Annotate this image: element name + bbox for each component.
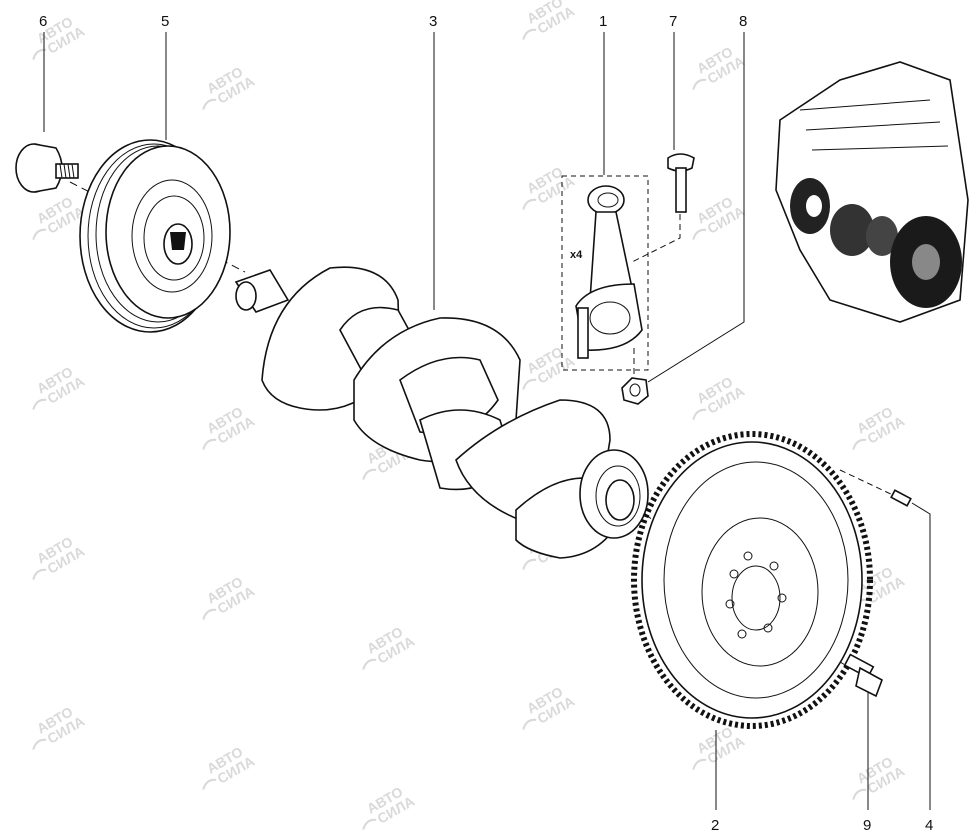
dowel-pin-4 [890,489,912,507]
leader-lines [43,32,931,810]
callout-8: 8 [739,13,747,30]
flywheel-bolt-holes [725,551,787,639]
pulley-bolt-6 [15,143,79,193]
callout-3: 3 [429,13,437,30]
flywheel-bolt-9 [843,653,883,698]
rod-bolt-7 [667,153,695,213]
callout-4: 4 [925,817,933,834]
callout-labels: 6 5 3 1 7 8 2 9 4 [39,13,933,834]
callout-1: 1 [599,13,607,30]
callout-2: 2 [711,817,719,834]
callout-6: 6 [39,13,47,30]
connecting-rod-1: x4 [561,175,649,371]
callout-5: 5 [161,13,169,30]
callout-9: 9 [863,817,871,834]
callout-7: 7 [669,13,677,30]
quantity-label: x4 [570,249,583,261]
crankshaft-3 [234,266,649,559]
flywheel-2 [631,431,873,729]
crankshaft-pulley-5 [79,139,231,333]
rod-nut-8 [621,377,649,405]
engine-thumbnail [775,61,969,323]
